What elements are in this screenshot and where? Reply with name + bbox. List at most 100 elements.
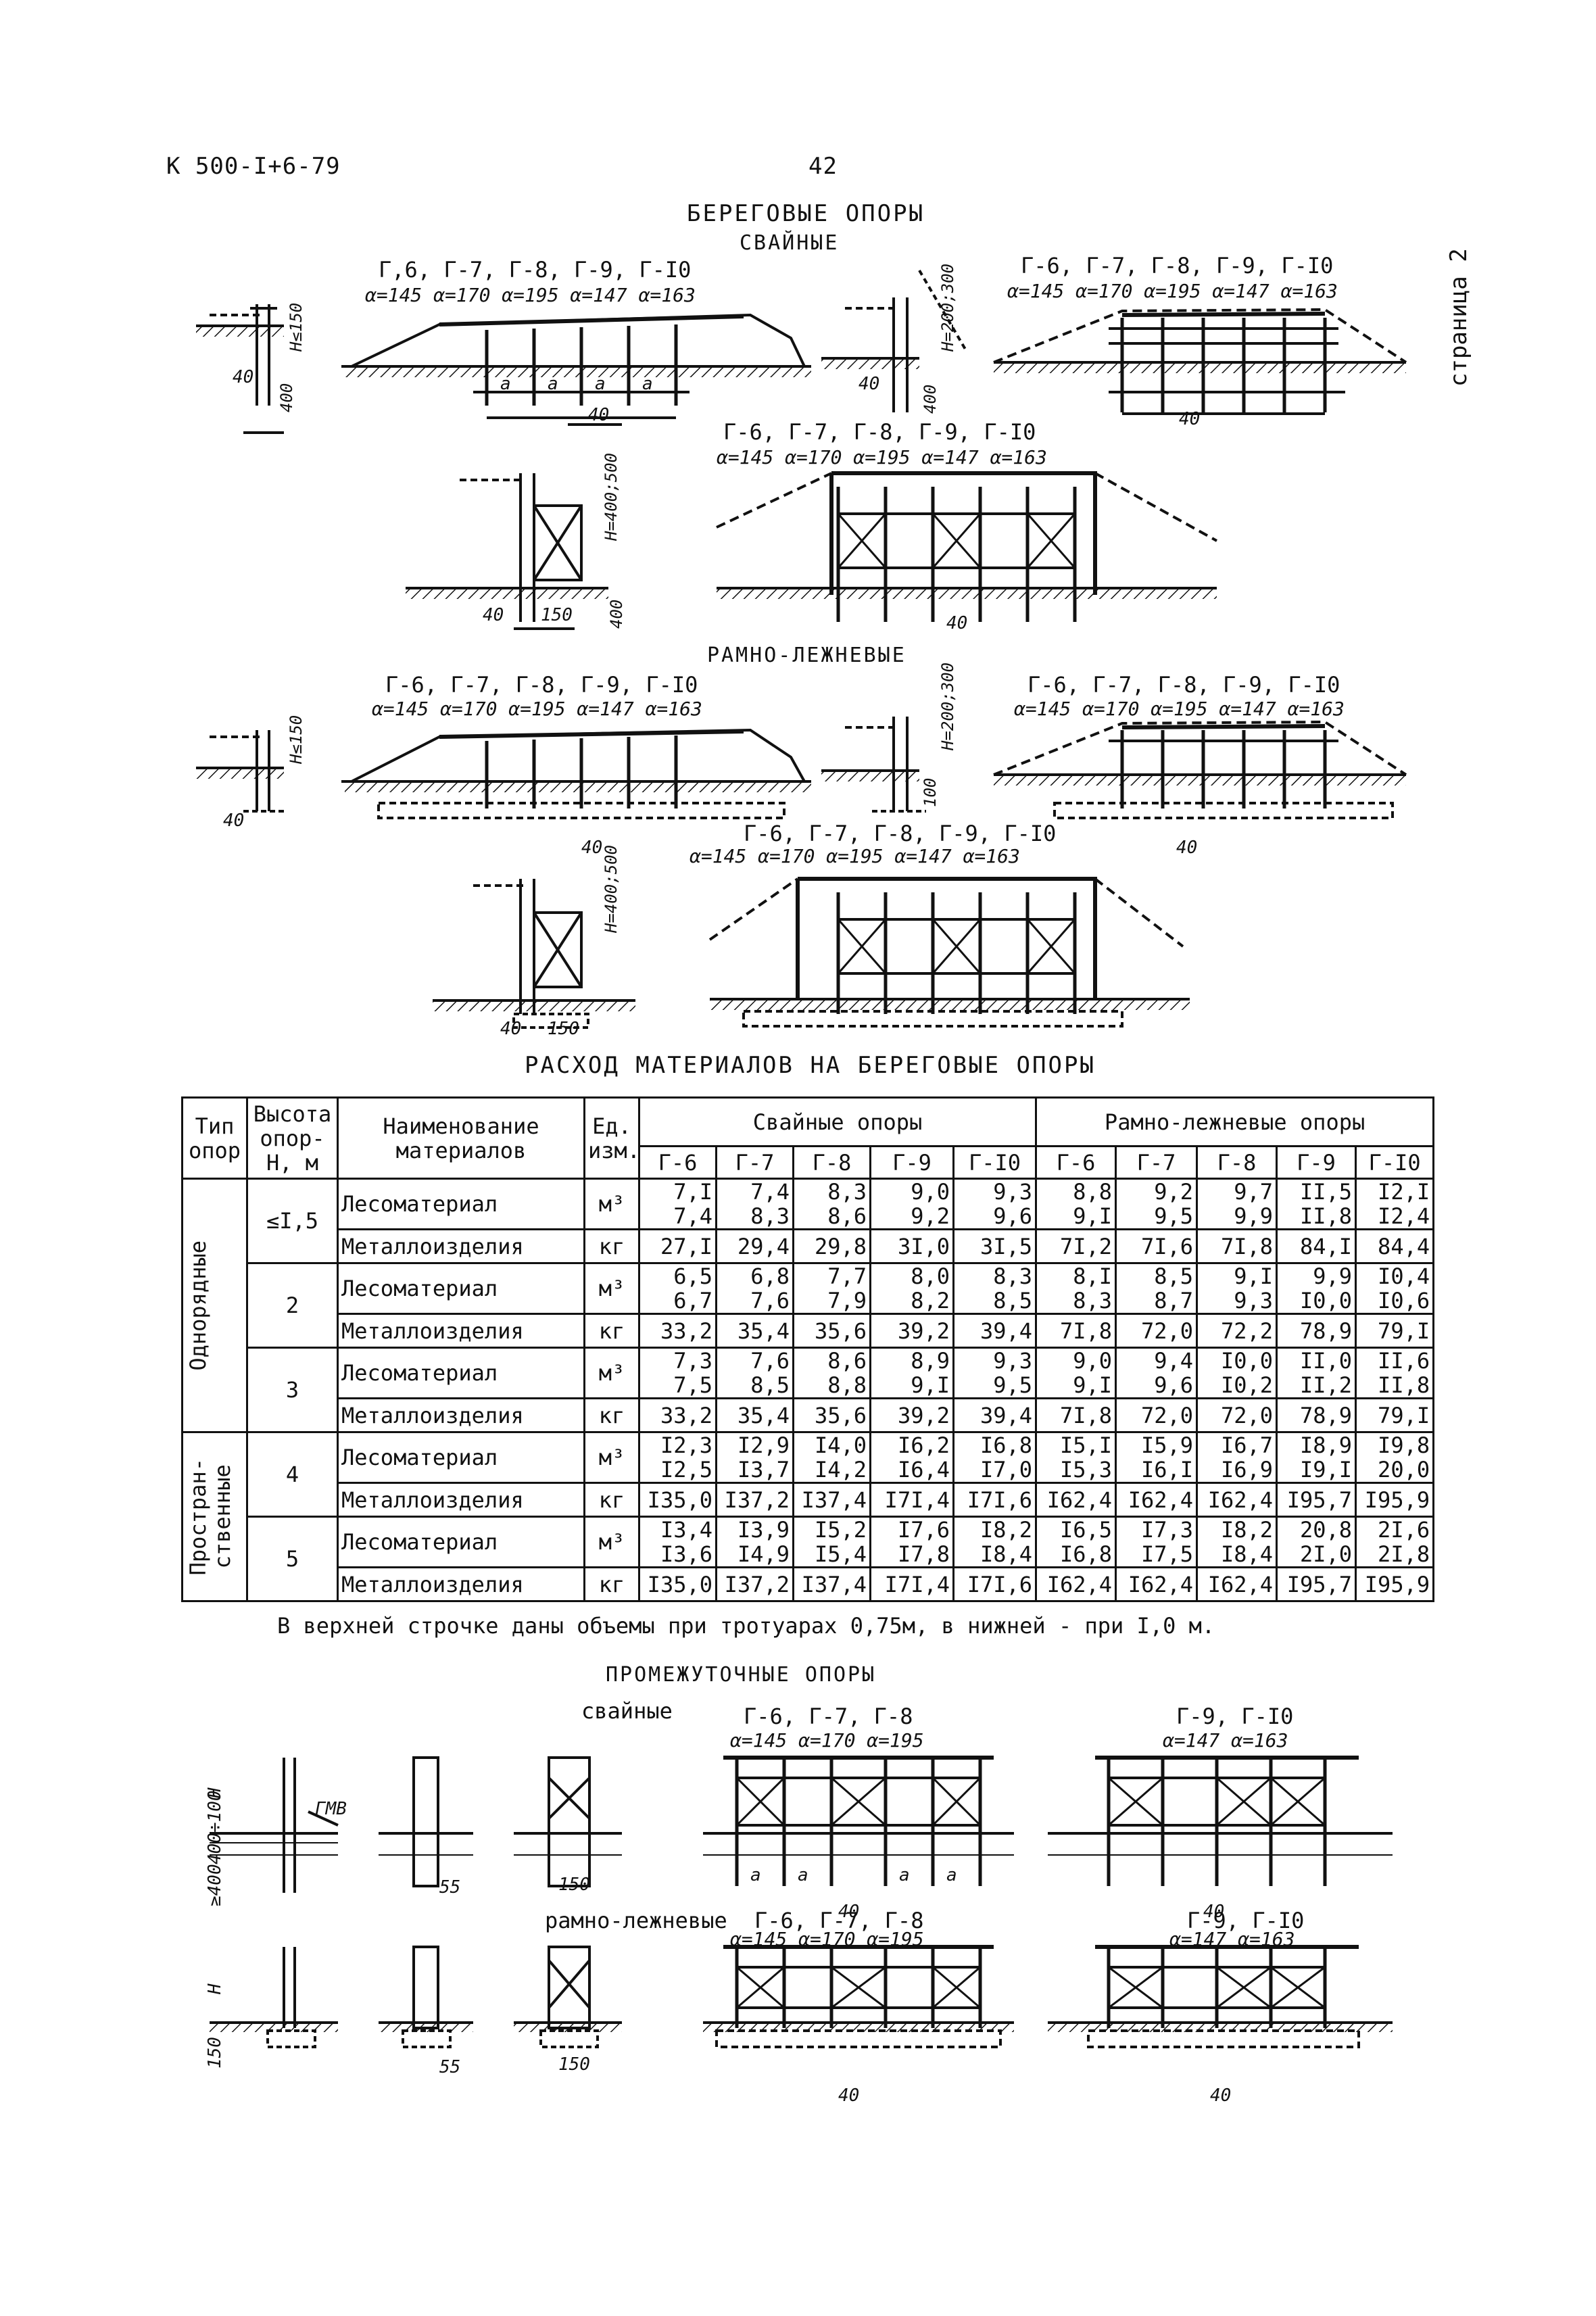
shore-spans-frame-high: α=145 α=170 α=195 α=147 α=163 <box>690 845 1020 867</box>
wood-value-top: I3,9 <box>737 1517 790 1543</box>
dim-40-i: 40 <box>1176 838 1197 858</box>
wood-value-bottom: 8,2 <box>911 1288 950 1313</box>
metal-value-cell: 3I,0 <box>869 1228 954 1264</box>
wood-value-bottom: 8,7 <box>1154 1288 1194 1313</box>
wood-value-top: 8,5 <box>1154 1263 1194 1289</box>
document-code: К 500-I+6-79 <box>166 153 341 180</box>
height-cell: 2 <box>246 1262 339 1349</box>
intermediate-pile-label: свайные <box>581 1698 673 1724</box>
int-dim-a-4: а <box>946 1865 957 1885</box>
dim-400-c: 400 <box>607 600 626 629</box>
wood-value-top: 9,2 <box>1154 1179 1194 1205</box>
shore-frame-high-side-view <box>433 879 635 1029</box>
metal-value-cell: I7I,4 <box>869 1482 954 1518</box>
int-frame-view-3 <box>514 1946 622 2048</box>
wood-value-bottom: 7,5 <box>673 1372 712 1398</box>
wood-value-top: 9,0 <box>911 1179 950 1205</box>
wood-value-top: I5,9 <box>1140 1432 1194 1458</box>
materials-table: Тип опор Высота опор-Н, м Наименование м… <box>181 1096 1435 1602</box>
wood-value-bottom: I6,I <box>1140 1457 1194 1482</box>
int-dim-40-d: 40 <box>1210 2085 1231 2106</box>
wood-value-top: II,0 <box>1299 1348 1353 1374</box>
wood-value-top: 7,7 <box>827 1263 867 1289</box>
metal-value-cell: 79,I <box>1355 1313 1435 1349</box>
intermediate-title: ПРОМЕЖУТОЧНЫЕ ОПОРЫ <box>606 1663 877 1687</box>
wood-value-top: 8,9 <box>911 1348 950 1374</box>
shore-frame-low-side-view <box>196 730 284 813</box>
int-pile-view-3 <box>514 1756 622 1887</box>
column-header: Г-8 <box>792 1145 871 1180</box>
int-frame-view-1 <box>210 1947 338 2048</box>
metal-value-cell: 33,2 <box>638 1313 717 1349</box>
metal-value-cell: I62,4 <box>1196 1566 1278 1602</box>
wood-value-top: 8,3 <box>993 1263 1033 1289</box>
metal-value-cell: 29,4 <box>715 1228 794 1264</box>
shore-spans-frame-mid: α=145 α=170 α=195 α=147 α=163 <box>1014 698 1345 720</box>
wood-value-top: 7,6 <box>750 1348 790 1374</box>
shore-spans-pile-mid: α=145 α=170 α=195 α=147 α=163 <box>1007 280 1338 302</box>
support-type-label: Простран- ственные <box>185 1457 235 1576</box>
material-name-metal: Металлоизделия <box>337 1397 585 1433</box>
dim-150-a: 150 <box>541 605 573 625</box>
wood-value-bottom: 8,3 <box>750 1203 790 1229</box>
shore-frame-mid-side-view <box>821 717 926 813</box>
dim-40-a: 40 <box>233 367 253 387</box>
int-pile-view-1 <box>210 1758 339 1893</box>
column-header: Г-6 <box>638 1145 717 1180</box>
wood-value-top: I8,2 <box>1220 1517 1274 1543</box>
height-cell: 4 <box>246 1431 339 1518</box>
wood-value-bottom: 8,6 <box>827 1203 867 1229</box>
column-header: Г-8 <box>1196 1145 1278 1180</box>
wood-value-top: I6,8 <box>980 1432 1033 1458</box>
wood-value-top: 9,0 <box>1073 1348 1113 1374</box>
shore-label-frame-low: Г-6, Г-7, Г-8, Г-9, Г-I0 <box>385 672 698 698</box>
dim-a-2: а <box>548 374 558 394</box>
wood-value-top: 9,3 <box>993 1348 1033 1374</box>
metal-value-cell: 7I,8 <box>1035 1397 1117 1433</box>
wood-value-bottom: 9,6 <box>1154 1372 1194 1398</box>
shore-pile-low-long-view <box>341 313 811 426</box>
int-pile-view-5 <box>1048 1756 1393 1886</box>
wood-value-bottom: II,8 <box>1378 1372 1430 1398</box>
wood-value-bottom: 9,I <box>1073 1203 1113 1229</box>
support-type-label: Однорядные <box>185 1240 211 1371</box>
metal-value-cell: 84,I <box>1276 1228 1357 1264</box>
intermediate-supports-drawings: Г-6, Г-7, Г-8 α=145 α=170 α=195 Г-9, Г-I… <box>205 1704 1393 2106</box>
int-dim-40-a: 40 <box>838 1902 859 1922</box>
metal-value-cell: I35,0 <box>638 1482 717 1518</box>
wood-value-top: I7,3 <box>1140 1517 1194 1543</box>
wood-value-bottom: I7,8 <box>897 1541 950 1567</box>
wood-value-bottom: 2I,0 <box>1299 1541 1353 1567</box>
wood-value-top: 7,4 <box>750 1179 790 1205</box>
metal-value-cell: I7I,6 <box>952 1482 1038 1518</box>
wood-value-bottom: 20,0 <box>1378 1457 1430 1482</box>
metal-value-cell: 72,0 <box>1196 1397 1278 1433</box>
wood-value-bottom: I6,9 <box>1220 1457 1274 1482</box>
int-dim-150-b: 150 <box>558 2054 590 2075</box>
int-pile-view-4 <box>703 1756 1014 1886</box>
shore-spans-pile-low: α=145 α=170 α=195 α=147 α=163 <box>365 284 696 306</box>
metal-value-cell: 39,2 <box>869 1397 954 1433</box>
wood-value-top: 2I,6 <box>1378 1517 1430 1543</box>
material-name-metal: Металлоизделия <box>337 1482 585 1518</box>
metal-value-cell: I95,7 <box>1276 1566 1357 1602</box>
